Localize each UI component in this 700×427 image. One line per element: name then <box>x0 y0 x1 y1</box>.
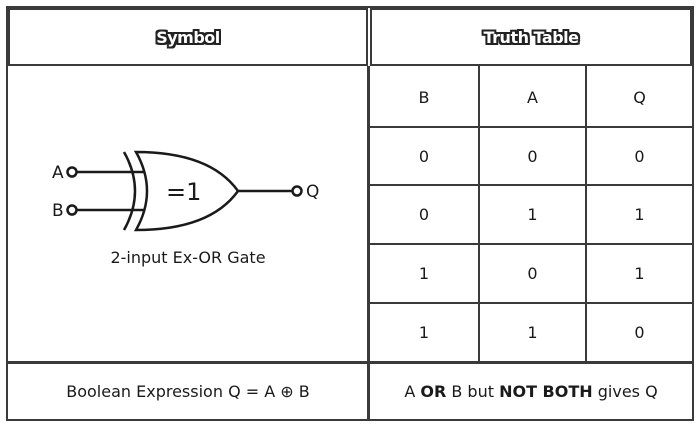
table-cell: 0 <box>634 323 645 342</box>
table-cell: 0 <box>418 205 430 224</box>
rule-part-3: gives Q <box>592 381 658 401</box>
input-b-label: B <box>52 201 64 221</box>
header-symbol: Symbol <box>8 8 368 66</box>
outer-border <box>6 6 694 421</box>
input-a-label: A <box>52 163 64 183</box>
table-cell: 1 <box>634 205 645 224</box>
rule-part-2: B but <box>446 381 500 401</box>
boolean-expression: Boolean Expression Q = A ⊕ B <box>10 364 366 418</box>
table-cell: 1 <box>634 264 645 283</box>
xor-gate-symbol: A B Q =1 <box>52 150 319 232</box>
input-a-terminal <box>66 166 78 178</box>
table-cell: 0 <box>527 146 538 166</box>
column-header-a: A <box>527 87 538 107</box>
xor-rule-text: A OR B but NOT BOTH gives Q <box>372 364 690 418</box>
header-symbol-label: Symbol <box>156 27 220 47</box>
divider-vertical-main <box>367 66 370 421</box>
rule-not-both: NOT BOTH <box>499 381 593 401</box>
xor-gate-body <box>133 150 240 232</box>
table-cell: 0 <box>418 146 430 166</box>
table-cell: 1 <box>527 205 538 224</box>
output-q-label: Q <box>306 182 319 202</box>
input-b-terminal <box>66 204 78 216</box>
table-cell: 1 <box>418 264 430 283</box>
column-header-q: Q <box>633 87 646 107</box>
xor-operator-symbol: ⊕ <box>280 381 294 401</box>
table-cell: 0 <box>634 146 645 166</box>
divider-row-1 <box>370 126 692 128</box>
divider-col-2 <box>585 66 587 362</box>
divider-row-4 <box>370 302 692 304</box>
header-truth-table-label: Truth Table <box>483 27 579 47</box>
header-truth-table: Truth Table <box>370 8 692 66</box>
output-terminal <box>291 185 303 197</box>
expression-prefix: Boolean Expression Q = A <box>66 381 281 401</box>
xor-input-arc <box>122 151 137 231</box>
divider-col-1 <box>478 66 480 362</box>
column-header-b: B <box>418 87 430 107</box>
table-cell: 0 <box>527 264 538 283</box>
rule-or: OR <box>420 381 447 401</box>
divider-footer <box>8 361 692 364</box>
gate-caption: 2-input Ex-OR Gate <box>110 248 266 267</box>
expression-suffix: B <box>293 381 310 401</box>
divider-row-3 <box>370 243 692 245</box>
table-cell: 1 <box>418 323 430 342</box>
rule-part-1: A <box>404 381 421 401</box>
gate-function-label: =1 <box>166 178 201 206</box>
divider-row-2 <box>370 184 692 186</box>
table-cell: 1 <box>527 323 538 342</box>
